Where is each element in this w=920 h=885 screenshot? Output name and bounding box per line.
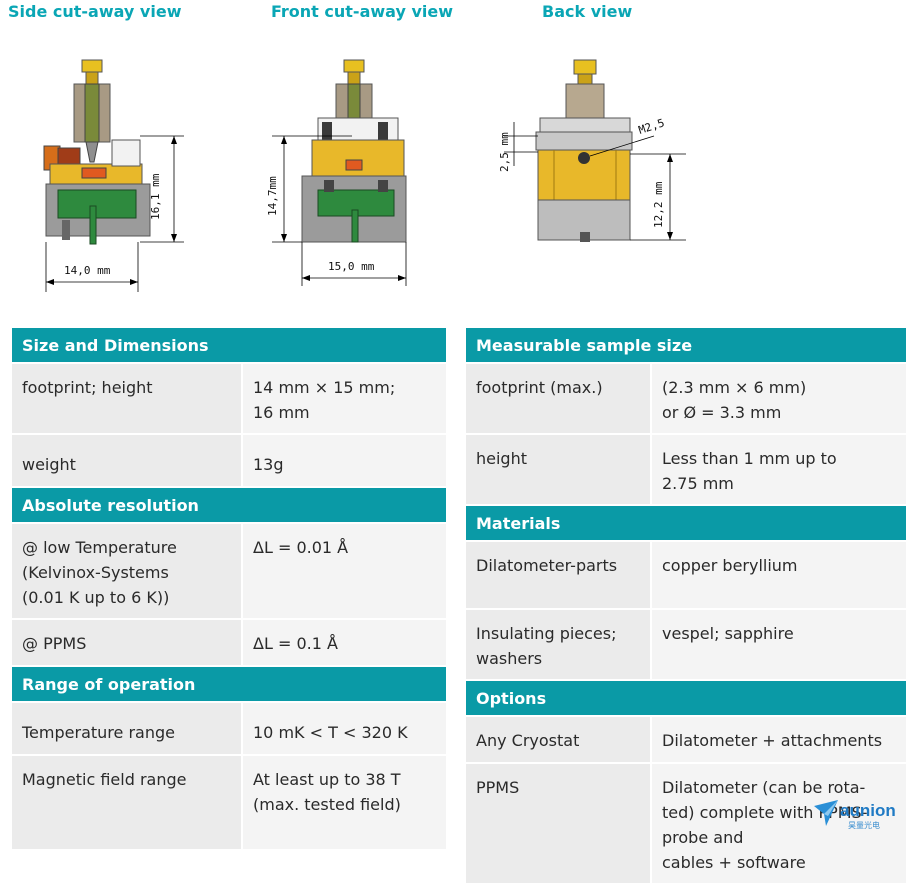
row-value: ΔL = 0.01 Å xyxy=(242,523,447,620)
row-key: Dilatometer-parts xyxy=(466,541,652,610)
row-value: 10 mK < T < 320 K xyxy=(242,702,447,756)
table-row: Any Cryostat Dilatometer + attachments xyxy=(466,716,906,764)
section-header-options: Options xyxy=(466,680,906,717)
logo-name: aunion xyxy=(840,801,896,820)
table-row: @ PPMS ΔL = 0.1 Å xyxy=(12,619,447,667)
row-key: Temperature range xyxy=(12,702,243,756)
row-key: weight xyxy=(12,434,243,488)
side-view-title: Side cut-away view xyxy=(8,2,182,21)
back-view-figure: 2,5 mm M2,5 12,2 mm xyxy=(498,59,686,242)
logo-subtitle: 昊量光电 xyxy=(848,820,880,830)
back-thread-dim: M2,5 xyxy=(637,116,666,137)
section-header-resolution: Absolute resolution xyxy=(12,487,447,524)
row-key: Insulating pieces;washers xyxy=(466,609,652,681)
aunion-logo: aunion 昊量光电 xyxy=(814,800,896,830)
left-spec-table: Size and Dimensions footprint; height 14… xyxy=(12,328,447,851)
table-row: Dilatometer-parts copper beryllium xyxy=(466,541,906,610)
back-view-title: Back view xyxy=(542,2,633,21)
row-key: Any Cryostat xyxy=(466,716,652,764)
row-value: copper beryllium xyxy=(651,541,906,610)
table-row: footprint (max.) (2.3 mm × 6 mm)or Ø = 3… xyxy=(466,363,906,435)
front-cutaway-figure: 14,7mm 15,0 mm xyxy=(266,59,407,286)
back-small-dim: 2,5 mm xyxy=(498,132,511,172)
row-value: 14 mm × 15 mm;16 mm xyxy=(242,363,447,435)
table-row: @ low Temperature(Kelvinox-Systems(0.01 … xyxy=(12,523,447,620)
side-width-dim: 14,0 mm xyxy=(64,264,111,277)
right-spec-table: Measurable sample size footprint (max.) … xyxy=(466,328,906,885)
side-cutaway-figure: 16,1 mm 14,0 mm xyxy=(43,59,184,292)
row-value: Dilatometer + attachments xyxy=(651,716,906,764)
section-header-materials: Materials xyxy=(466,505,906,542)
row-key: @ low Temperature(Kelvinox-Systems(0.01 … xyxy=(12,523,243,620)
row-value: At least up to 38 T(max. tested field) xyxy=(242,755,447,851)
row-key: PPMS xyxy=(466,763,652,885)
row-value: ΔL = 0.1 Å xyxy=(242,619,447,667)
row-value: (2.3 mm × 6 mm)or Ø = 3.3 mm xyxy=(651,363,906,435)
table-row: footprint; height 14 mm × 15 mm;16 mm xyxy=(12,363,447,435)
front-width-dim: 15,0 mm xyxy=(328,260,375,273)
back-height-dim: 12,2 mm xyxy=(652,181,665,228)
table-row: weight 13g xyxy=(12,434,447,488)
row-key: height xyxy=(466,434,652,506)
table-row: Magnetic field range At least up to 38 T… xyxy=(12,755,447,851)
table-row: Insulating pieces;washers vespel; sapphi… xyxy=(466,609,906,681)
row-value: 13g xyxy=(242,434,447,488)
front-height-dim: 14,7mm xyxy=(266,176,279,216)
row-key: @ PPMS xyxy=(12,619,243,667)
section-header-range: Range of operation xyxy=(12,666,447,703)
side-height-dim: 16,1 mm xyxy=(149,173,162,220)
section-header-sample-size: Measurable sample size xyxy=(466,328,906,364)
row-key: Magnetic field range xyxy=(12,755,243,851)
row-value: vespel; sapphire xyxy=(651,609,906,681)
row-key: footprint; height xyxy=(12,363,243,435)
section-header-size: Size and Dimensions xyxy=(12,328,447,364)
front-view-title: Front cut-away view xyxy=(271,2,453,21)
table-row: Temperature range 10 mK < T < 320 K xyxy=(12,702,447,756)
row-key: footprint (max.) xyxy=(466,363,652,435)
